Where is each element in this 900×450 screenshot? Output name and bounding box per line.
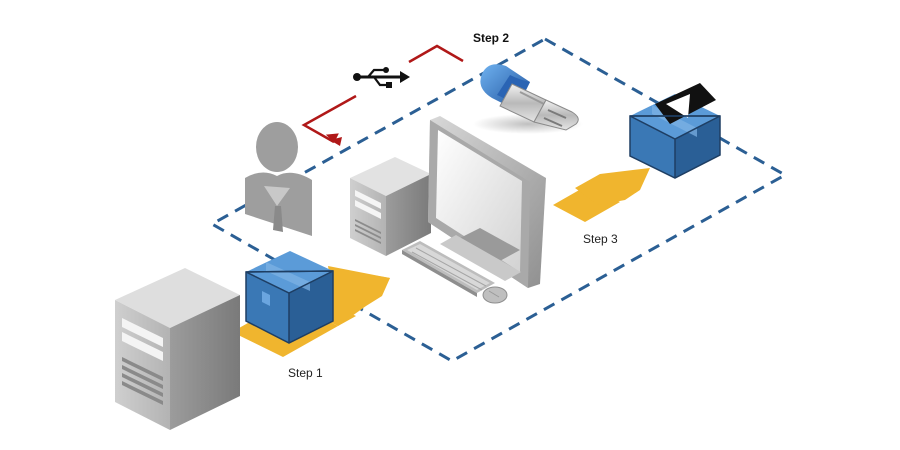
mouse-icon <box>482 286 508 304</box>
step2-label: Step 2 <box>473 31 510 45</box>
usb-transfer-path <box>301 44 464 146</box>
usb-symbol-icon <box>353 67 410 88</box>
arrow-step3 <box>553 168 650 222</box>
usb-flash-drive-icon <box>473 64 583 134</box>
desktop-computer-icon <box>350 116 546 288</box>
keyboard-icon <box>402 241 495 297</box>
server-tower-icon <box>115 268 240 430</box>
package-box-with-label-icon <box>629 83 721 179</box>
step1-label: Step 1 <box>288 366 323 380</box>
person-silhouette-icon <box>245 122 312 236</box>
package-box-icon <box>245 251 334 344</box>
step3-label: Step 3 <box>583 232 618 246</box>
